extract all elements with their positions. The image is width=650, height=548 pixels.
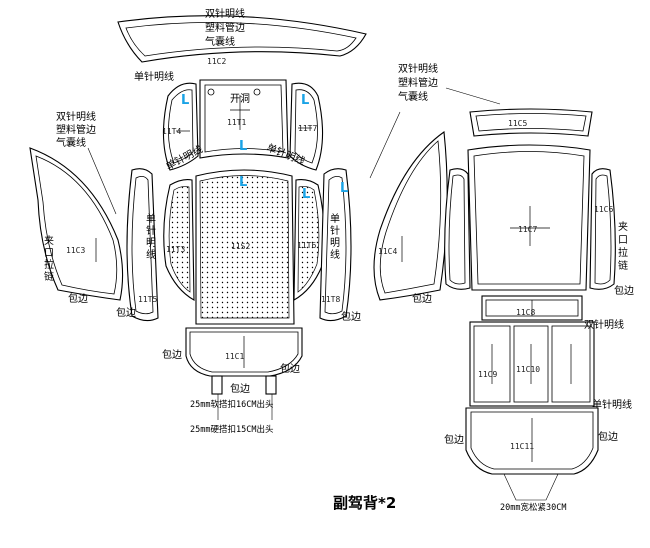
svg-text:线: 线: [330, 248, 340, 261]
piece-11c6-right: 11C6: [589, 168, 616, 290]
svg-text:针: 针: [146, 224, 156, 237]
label-11c2: 11C2: [207, 57, 226, 66]
sheet-title: 副驾背*2: [333, 494, 396, 512]
l-marker: L: [181, 93, 189, 108]
kaidong-label: 开洞: [230, 93, 250, 105]
svg-text:11T6: 11T6: [297, 241, 316, 250]
piece-11c11: 11C11: [465, 407, 599, 501]
top-label-1: 双针明线: [205, 7, 245, 20]
single-needle-label-top: 单针明线: [134, 70, 174, 83]
svg-text:11T1: 11T1: [227, 118, 246, 127]
svg-text:L: L: [239, 175, 247, 190]
single-needle-right-label: 单针明线: [592, 398, 632, 411]
svg-text:11C5: 11C5: [508, 119, 527, 128]
svg-text:11C11: 11C11: [510, 442, 534, 451]
piece-11t5: 11T5: [126, 168, 159, 322]
piece-11s2: 11S2 L: [195, 169, 295, 325]
svg-text:11T8: 11T8: [321, 295, 340, 304]
svg-text:包边: 包边: [614, 284, 634, 297]
svg-text:线: 线: [146, 248, 156, 261]
piece-11c7: 11C7: [467, 144, 591, 291]
binding-label: 包边: [68, 292, 88, 305]
svg-text:11C6: 11C6: [594, 205, 613, 214]
svg-text:L: L: [302, 187, 310, 202]
svg-text:包边: 包边: [341, 310, 361, 323]
piece-11c2: 11C2: [117, 15, 367, 66]
soft-buckle-note: 25mm软搭扣16CM出头: [190, 399, 274, 410]
hard-buckle-note: 25mm硬搭扣15CM出头: [190, 424, 274, 435]
svg-text:L: L: [239, 139, 247, 154]
elastic-note: 20mm宽松紧30CM: [500, 502, 566, 513]
piece-11t4: 11T4 L: [162, 82, 199, 171]
svg-text:口: 口: [618, 235, 628, 246]
svg-text:针: 针: [330, 224, 340, 237]
svg-text:夹: 夹: [618, 220, 628, 233]
svg-text:11C7: 11C7: [518, 225, 537, 234]
piece-11t6: 11T6 L: [293, 179, 325, 301]
svg-text:11T3: 11T3: [166, 245, 185, 254]
svg-text:11T5: 11T5: [138, 295, 157, 304]
top-label-3: 气囊线: [205, 35, 235, 48]
svg-text:11C1: 11C1: [225, 352, 244, 361]
svg-text:夹: 夹: [44, 234, 54, 247]
svg-text:11C10: 11C10: [516, 365, 540, 374]
right-label-1: 双针明线: [398, 62, 438, 75]
piece-11c1: 11C1: [185, 327, 303, 395]
double-needle-right-label: 双针明线: [584, 318, 624, 331]
top-label-2: 塑料管边: [205, 21, 245, 34]
svg-text:明: 明: [330, 237, 340, 249]
svg-text:明: 明: [146, 237, 156, 249]
svg-text:拉: 拉: [618, 246, 628, 259]
right-label-3: 气囊线: [398, 90, 428, 103]
svg-text:口: 口: [44, 248, 54, 259]
svg-text:11T4: 11T4: [162, 127, 181, 136]
svg-text:拉: 拉: [44, 258, 54, 271]
svg-text:包边: 包边: [598, 430, 618, 443]
piece-11t1: 开洞 11T1 L: [199, 79, 289, 159]
svg-text:包边: 包边: [116, 306, 136, 319]
svg-text:11S2: 11S2: [231, 242, 250, 251]
svg-text:包边: 包边: [412, 292, 432, 305]
svg-text:11T7: 11T7: [298, 124, 317, 133]
svg-text:单: 单: [146, 213, 156, 225]
svg-text:链: 链: [618, 259, 628, 272]
svg-text:11C3: 11C3: [66, 246, 85, 255]
left-label-3: 气囊线: [56, 136, 86, 149]
right-label-2: 塑料管边: [398, 76, 438, 89]
svg-text:11C9: 11C9: [478, 370, 497, 379]
piece-11c4: 11C4: [373, 131, 448, 301]
svg-text:包边: 包边: [444, 433, 464, 446]
piece-row-c9-c10: 11C9 11C10: [469, 321, 595, 407]
left-label-1: 双针明线: [56, 110, 96, 123]
svg-text:包边: 包边: [230, 382, 250, 395]
svg-text:包边: 包边: [162, 348, 182, 361]
piece-11c5: 11C5: [469, 108, 593, 137]
piece-11c8: 11C8: [481, 295, 583, 321]
svg-text:L: L: [301, 93, 309, 108]
piece-11t8: 11T8 L: [319, 168, 352, 322]
svg-text:11C8: 11C8: [516, 308, 535, 317]
left-label-2: 塑料管边: [56, 123, 96, 136]
piece-11c3: 11C3: [29, 147, 124, 301]
svg-text:单: 单: [330, 213, 340, 225]
svg-text:包边: 包边: [280, 362, 300, 375]
svg-text:L: L: [340, 181, 348, 196]
piece-11t7: 11T7 L: [289, 82, 324, 171]
svg-text:11C4: 11C4: [378, 247, 397, 256]
piece-11c6-left: [444, 168, 471, 290]
svg-text:链: 链: [44, 270, 54, 283]
